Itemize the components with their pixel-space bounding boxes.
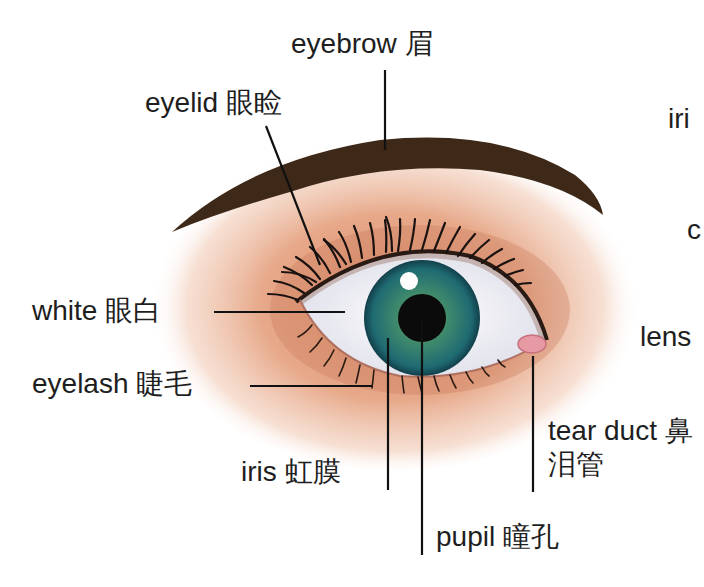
cut-label: lens — [640, 320, 691, 354]
leader-lines — [214, 70, 533, 555]
part-label: iris 虹膜 — [241, 455, 341, 489]
part-label: eyebrow 眉 — [291, 27, 433, 61]
highlight — [400, 272, 418, 290]
cut-label: c — [687, 213, 701, 247]
part-label: eyelid 眼睑 — [145, 86, 282, 120]
lower-lashes — [298, 325, 505, 393]
cut-label: iri — [668, 102, 690, 136]
part-label: white 眼白 — [32, 294, 161, 328]
part-label: tear duct 鼻泪管 — [548, 414, 698, 482]
tear-duct-shape — [518, 335, 546, 353]
part-label: pupil 瞳孔 — [436, 520, 559, 554]
part-label: eyelash 睫毛 — [32, 367, 192, 401]
upper-lashes — [268, 217, 531, 300]
